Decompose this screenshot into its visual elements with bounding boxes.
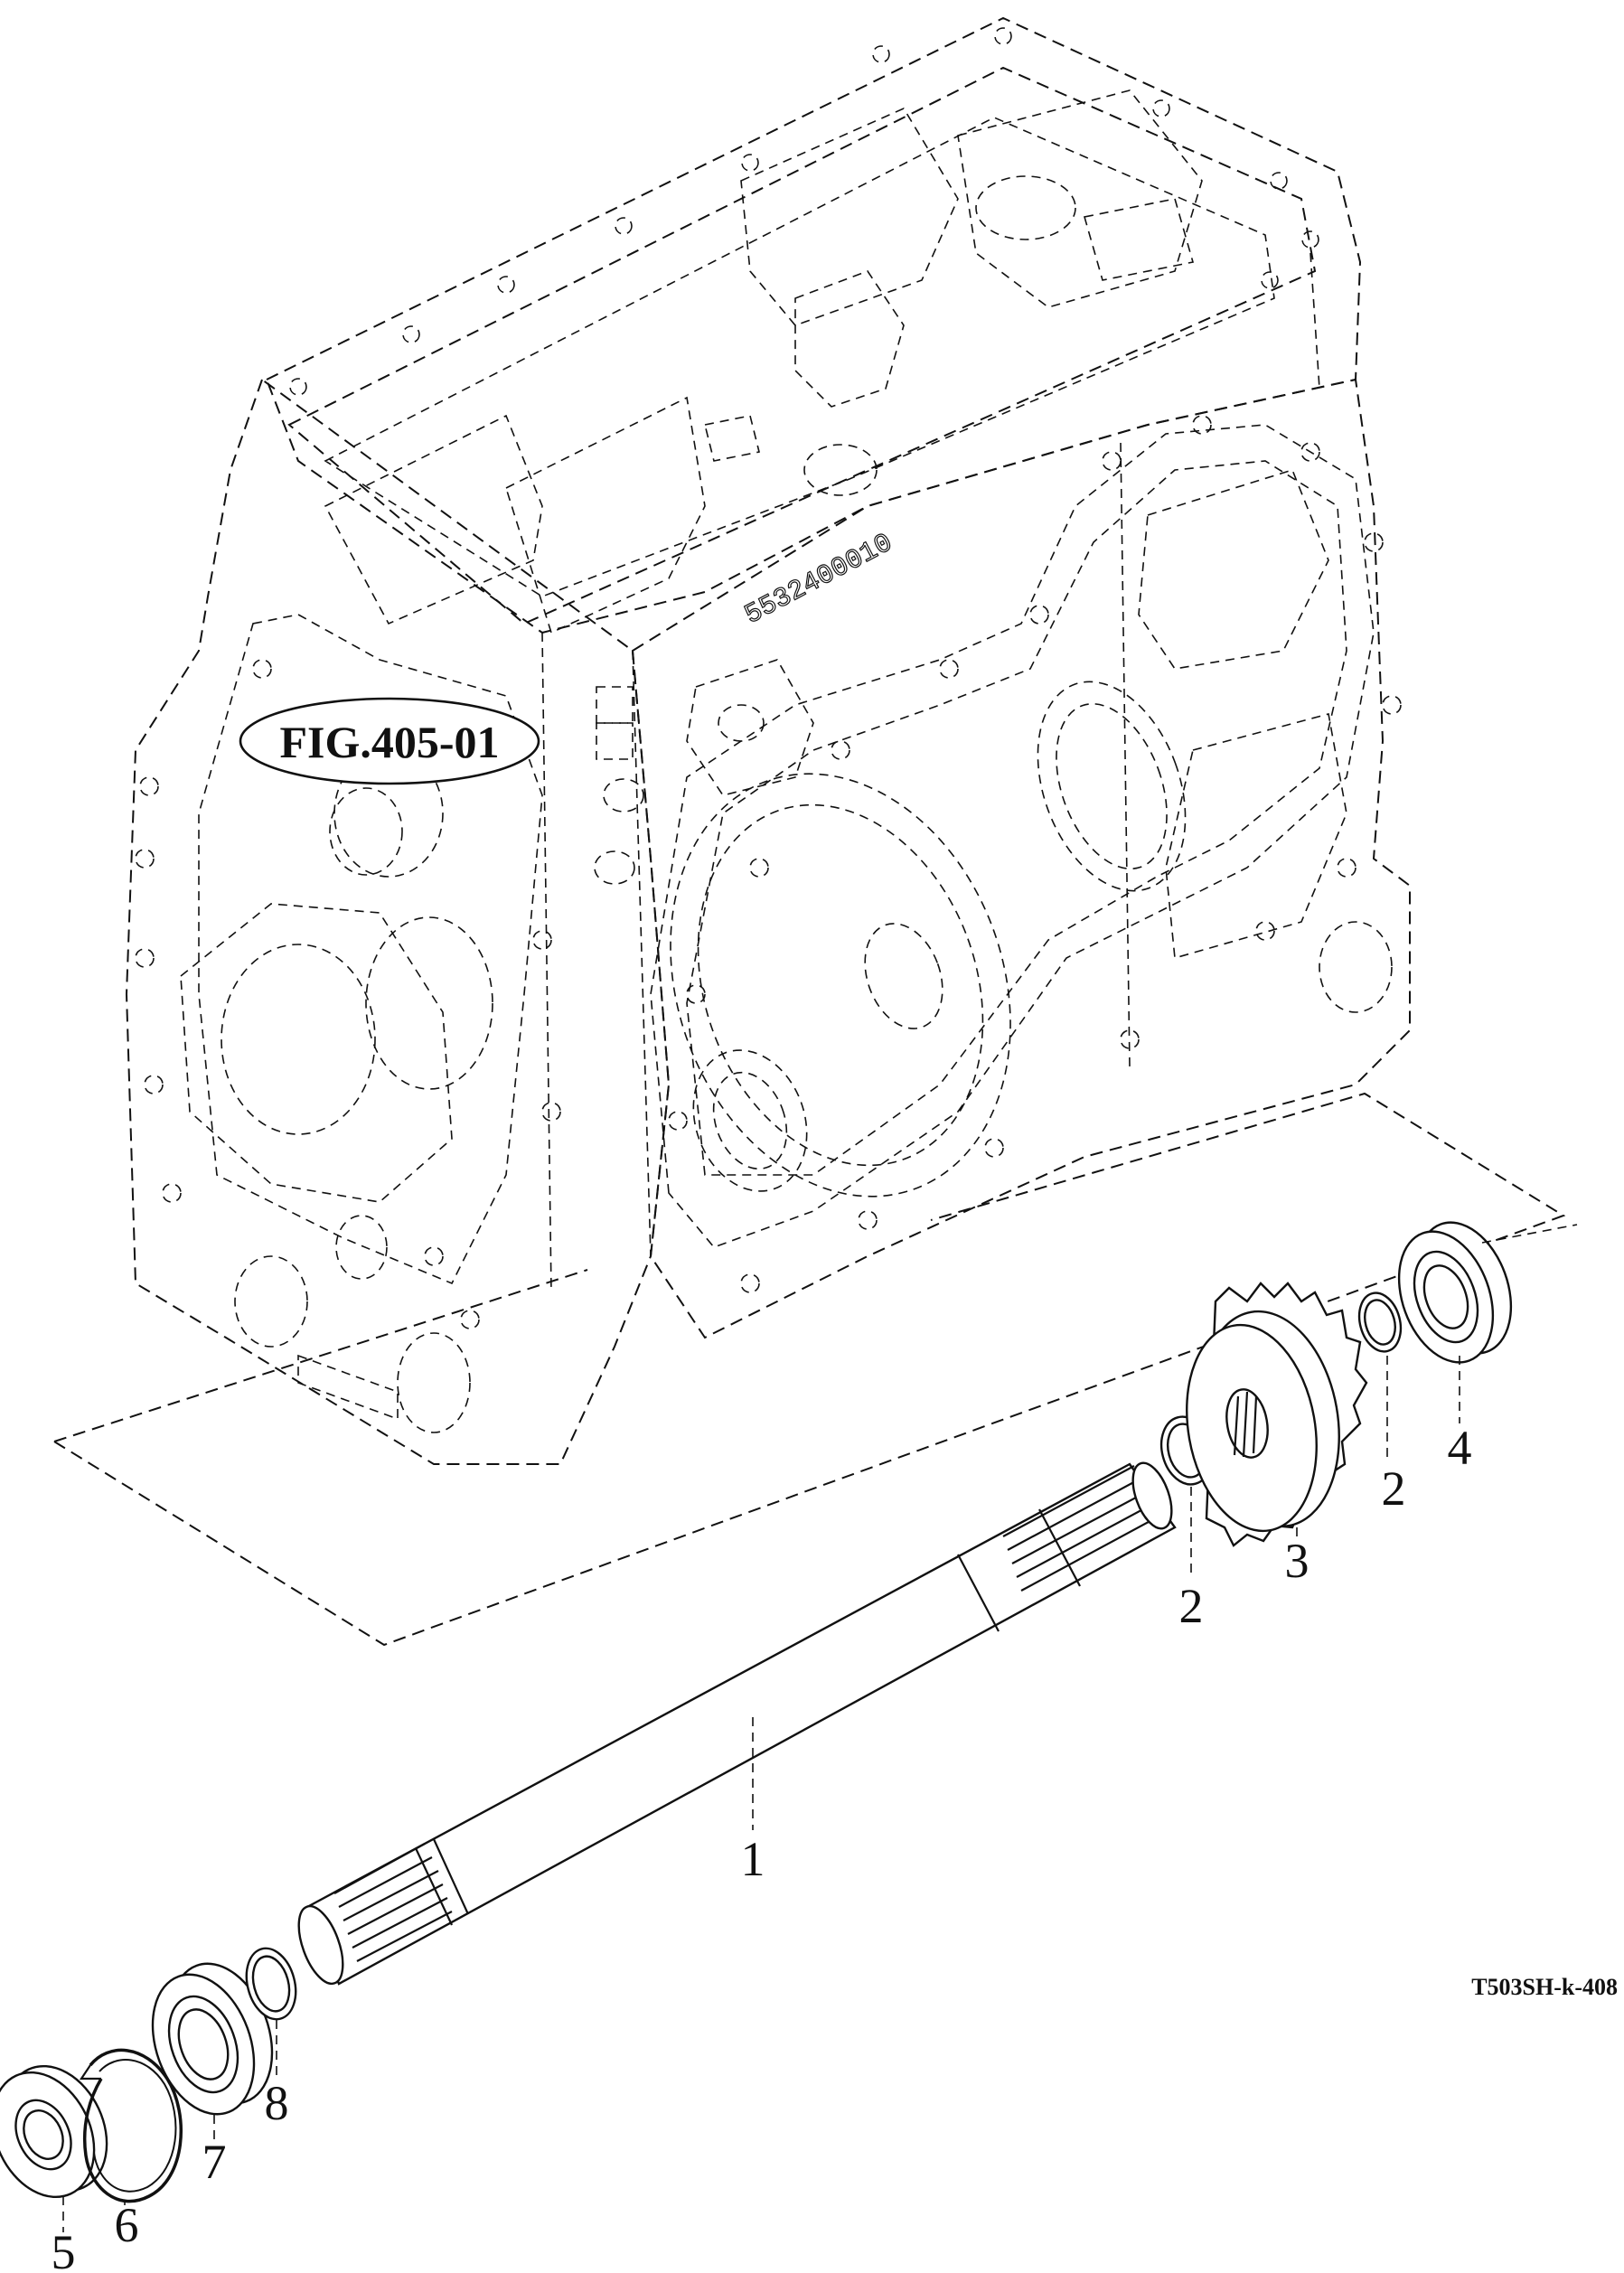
left-face-bolt-holes xyxy=(135,659,561,1329)
callout-8[interactable]: 8 xyxy=(265,2076,289,2130)
part-6-internal-snap-ring[interactable] xyxy=(79,2048,183,2203)
part-8-shaft-snap-ring[interactable] xyxy=(239,1943,304,2025)
part-7-bearing-front[interactable] xyxy=(135,1949,290,2128)
figure-reference-badge[interactable]: FIG.405-01 xyxy=(239,697,540,785)
callout-2-rear-ring[interactable]: 2 xyxy=(1382,1461,1406,1516)
part-5-oil-seal[interactable] xyxy=(0,2050,127,2213)
drawing-code: T503SH-k-408 xyxy=(1471,1974,1618,2000)
part-1-shaft[interactable] xyxy=(290,1458,1179,1989)
callout-4[interactable]: 4 xyxy=(1448,1421,1472,1475)
front-flange-bolt-holes xyxy=(668,415,1402,1293)
callout-2-front-ring[interactable]: 2 xyxy=(1179,1579,1204,1633)
part-4-bearing-rear[interactable] xyxy=(1382,1209,1528,1376)
leader-lines xyxy=(62,1224,1578,2232)
callout-6[interactable]: 6 xyxy=(115,2198,139,2252)
housing-part-number: 5532400010 xyxy=(740,528,898,632)
callout-1[interactable]: 1 xyxy=(741,1832,765,1886)
callout-7[interactable]: 7 xyxy=(202,2135,227,2189)
base-plane-outline xyxy=(53,1092,1566,1647)
callout-numbers: 1 2 2 3 4 5 6 7 8 xyxy=(52,1421,1472,2273)
figure-reference-label: FIG.405-01 xyxy=(279,717,499,767)
top-bolt-holes xyxy=(289,27,1319,396)
part-2-snap-ring-rear[interactable] xyxy=(1353,1288,1407,1356)
callout-3[interactable]: 3 xyxy=(1285,1534,1310,1588)
callout-5[interactable]: 5 xyxy=(52,2225,76,2273)
part-3-gear[interactable] xyxy=(1171,1282,1368,1547)
